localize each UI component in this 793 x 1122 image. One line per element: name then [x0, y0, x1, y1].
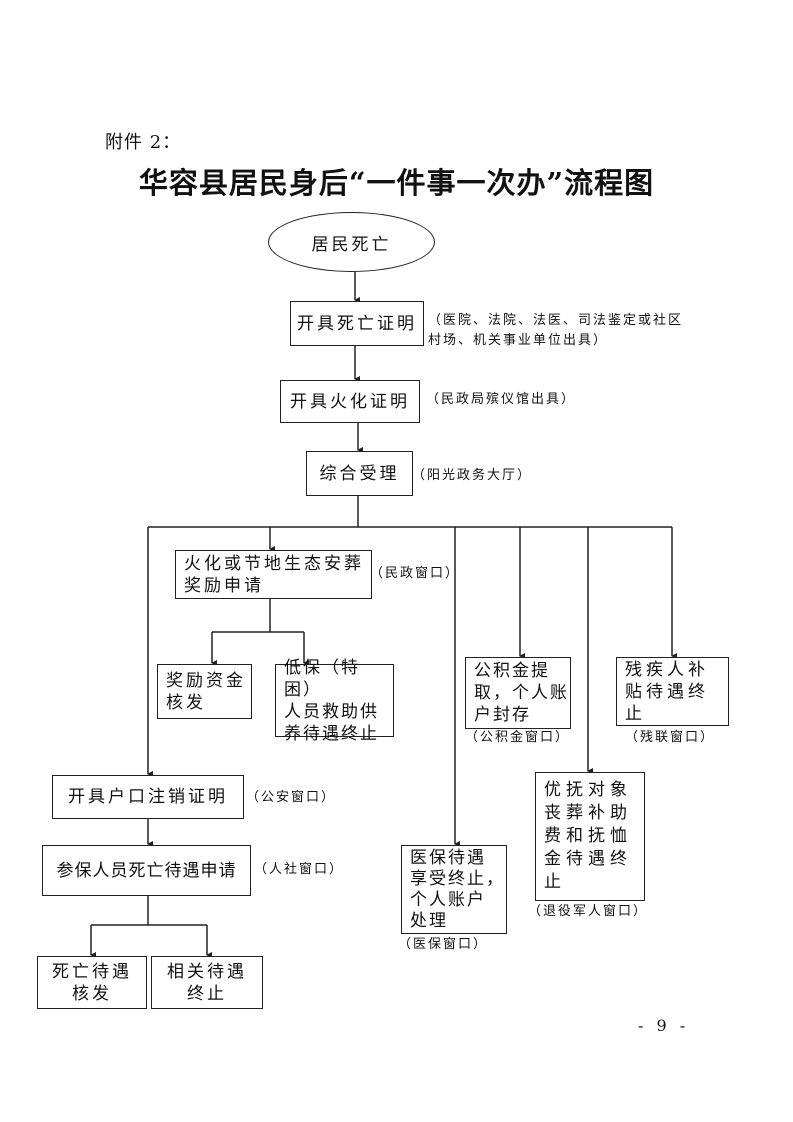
attachment-label: 附件 2：: [105, 132, 182, 153]
note-insured: （人社窗口）: [254, 862, 345, 877]
note-burial-reward: （民政窗口）: [370, 566, 461, 581]
node-housing-fund: 公积金提 取，个人账 户封存: [465, 657, 571, 729]
note-household: （公安窗口）: [246, 790, 337, 805]
node-household-cancellation: 开具户口注销证明: [52, 775, 244, 819]
note-medical: （医保窗口）: [398, 937, 489, 952]
page-number: - 9 -: [638, 1016, 690, 1035]
node-cremation-certificate: 开具火化证明: [280, 380, 420, 423]
node-death-certificate: 开具死亡证明: [290, 301, 424, 346]
node-burial-reward-application: 火化或节地生态安葬 奖励申请: [175, 550, 372, 599]
note-disability: （残联窗口）: [625, 730, 716, 745]
page-title: 华容县居民身后“一件事一次办”流程图: [138, 166, 655, 200]
note-comprehensive-acceptance: （阳光政务大厅）: [412, 468, 533, 483]
node-disability-subsidy: 残疾人补 贴待遇终 止: [616, 657, 729, 726]
node-medical-insurance: 医保待遇 享受终止， 个人账户 处理: [401, 845, 507, 934]
note-veteran: （退役军人窗口）: [528, 904, 649, 919]
node-death-benefit-payment: 死亡待遇 核发: [37, 956, 147, 1009]
note-death-certificate: （医院、法院、法医、司法鉴定或社区 村场、机关事业单位出具）: [428, 313, 684, 348]
note-cremation-certificate: （民政局殡仪馆出具）: [426, 392, 577, 407]
node-related-benefit-termination: 相关待遇 终止: [151, 956, 263, 1009]
node-insured-death-benefit-application: 参保人员死亡待遇申请: [42, 845, 251, 896]
node-dibao-termination: 低保（特困） 人员救助供 养待遇终止: [275, 658, 394, 744]
node-veteran-benefit: 优抚对象 丧葬补助 费和抚恤 金待遇终 止: [535, 772, 645, 901]
node-comprehensive-acceptance: 综合受理: [306, 451, 413, 496]
note-housing-fund: （公积金窗口）: [465, 730, 571, 745]
start-node-resident-death: 居民死亡: [268, 212, 435, 272]
node-reward-payment: 奖励资金 核发: [157, 664, 252, 719]
